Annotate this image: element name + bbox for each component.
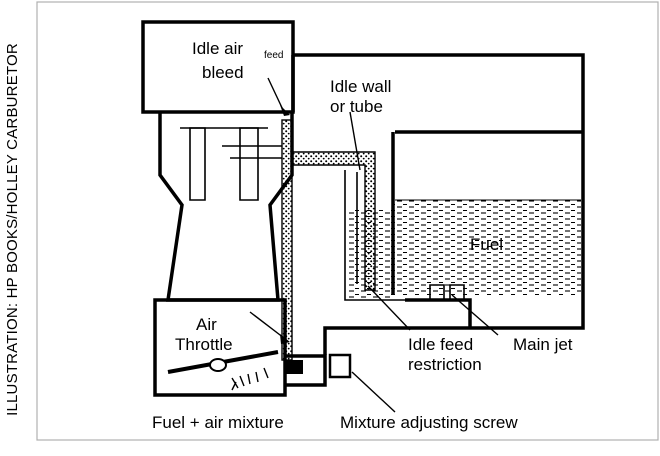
venturi-body	[158, 112, 294, 302]
throttle-shaft	[209, 358, 227, 372]
arrow-throttle	[280, 334, 290, 344]
label-idle-wall: Idle wall	[330, 77, 391, 96]
fuel-bowl-outline	[293, 53, 585, 355]
label-idle-air: Idle air	[192, 39, 243, 58]
label-fuel-air-mixture: Fuel + air mixture	[152, 413, 284, 432]
label-restriction: restriction	[408, 355, 482, 374]
label-or-tube: or tube	[330, 97, 383, 116]
idle-passage	[281, 119, 293, 361]
mixture-screw-housing	[285, 354, 327, 387]
label-idle-feed: Idle feed	[408, 335, 473, 354]
arrow-air-bleed	[280, 105, 290, 116]
discharge-nozzle	[222, 145, 282, 159]
label-fuel: Fuel	[470, 235, 503, 254]
boost-venturi-right	[239, 127, 259, 201]
boost-venturi-left	[189, 127, 206, 201]
fuel-well	[347, 210, 393, 298]
label-mixture-screw: Mixture adjusting screw	[340, 413, 518, 432]
fuel-spray	[231, 367, 269, 391]
label-idle-air-small: feed	[264, 50, 283, 61]
fuel-bowl-fuel	[393, 200, 581, 295]
outer-frame	[36, 1, 659, 441]
label-main-jet: Main jet	[513, 335, 573, 354]
label-air: Air	[196, 315, 217, 334]
leader-lines	[249, 77, 499, 413]
throttle-body	[153, 298, 287, 397]
mixture-screw	[328, 353, 352, 379]
label-bleed: bleed	[202, 63, 244, 82]
label-throttle: Throttle	[175, 335, 233, 354]
mixture-screw-tip	[285, 360, 303, 374]
jet-channel	[405, 298, 472, 328]
